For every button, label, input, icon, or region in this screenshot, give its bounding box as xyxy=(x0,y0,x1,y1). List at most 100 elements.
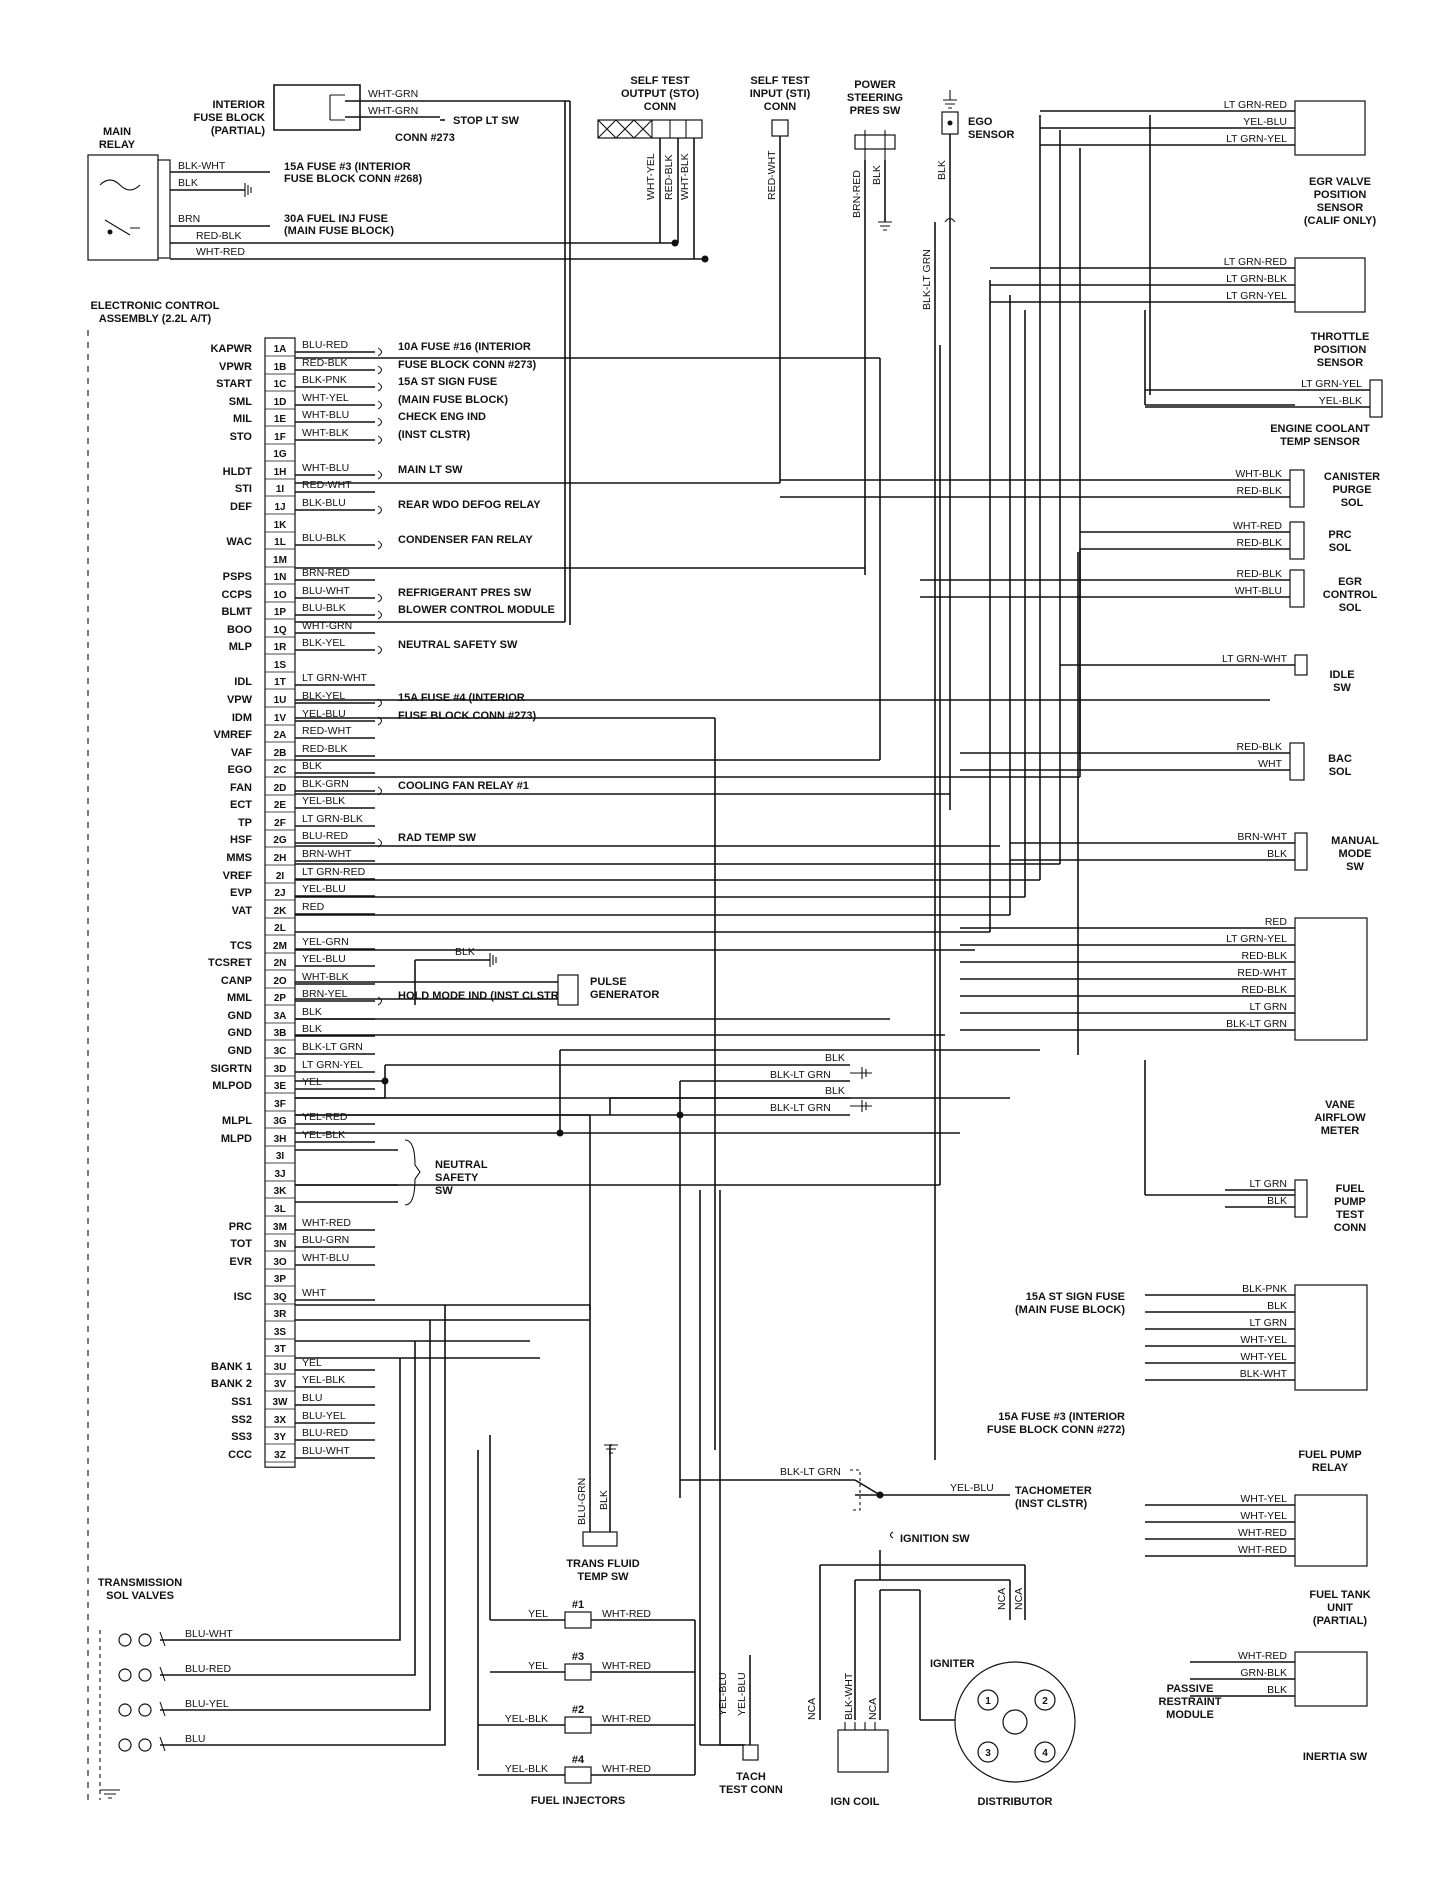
ecu-pin-id: 1E xyxy=(274,414,287,425)
ecu-pin-id: 3D xyxy=(274,1064,287,1075)
ecu-pin-id: 3O xyxy=(273,1257,287,1268)
ecu-pin-signal: EVR xyxy=(229,1256,252,1268)
yel-blu-tach-label: YEL-BLU xyxy=(950,1482,994,1494)
power-steering-pres-sw: POWER STEERING PRES SW BRN-RED BLK xyxy=(847,79,903,575)
ecu-pin-signal: VPWR xyxy=(219,361,252,373)
ecu-pin-id: 1D xyxy=(274,397,287,408)
connector-symbol xyxy=(377,996,382,1006)
fuse3-label-1: 15A FUSE #3 (INTERIOR xyxy=(284,161,411,173)
fuel-tank-wire-label: WHT-RED xyxy=(1238,1527,1287,1539)
ecu-pin-destination: REAR WDO DEFOG RELAY xyxy=(398,499,541,511)
connector-symbol xyxy=(377,593,382,603)
ecu-pin-id: 3X xyxy=(274,1415,287,1426)
trans-sol-title-1: TRANSMISSION xyxy=(98,1577,182,1589)
dist-3: 3 xyxy=(985,1748,991,1759)
ecu-pin-signal: START xyxy=(216,378,252,390)
ecu-pin-wire: LT GRN-BLK xyxy=(302,813,363,825)
connector-symbol xyxy=(377,540,382,550)
vane-label: VANE xyxy=(1325,1099,1355,1111)
canister-label: SOL xyxy=(1341,497,1364,509)
ecu-pin-wire: YEL-BLK xyxy=(302,795,345,807)
egr-control-label: CONTROL xyxy=(1323,589,1378,601)
egr-control-wire-label: RED-BLK xyxy=(1236,568,1282,580)
fuel-tank-label: (PARTIAL) xyxy=(1313,1615,1368,1627)
idle-sw-wire-label: LT GRN-WHT xyxy=(1222,653,1288,665)
egr-control-label: EGR xyxy=(1338,576,1362,588)
ecu-pin-id: 3P xyxy=(274,1274,287,1285)
fuel-pump-test-label: FUEL xyxy=(1336,1183,1365,1195)
ecu-pin-signal: ECT xyxy=(230,799,252,811)
yel-blu-v2-label: YEL-BLU xyxy=(736,1672,748,1716)
egr-valve-wire-label: YEL-BLU xyxy=(1243,116,1287,128)
tps-label: THROTTLE xyxy=(1311,331,1370,343)
ecu-pin-id: 1O xyxy=(273,590,287,601)
injector-number: #3 xyxy=(572,1651,584,1663)
passive-wire-label: WHT-RED xyxy=(1238,1650,1287,1662)
ecu-pin-destination: REFRIGERANT PRES SW xyxy=(398,587,532,599)
nca-label-4: NCA xyxy=(867,1698,879,1720)
gnd-blk-label-2: BLK xyxy=(825,1085,845,1097)
main-relay-label-1: MAIN xyxy=(103,126,131,138)
ecu-pin-id: 3B xyxy=(274,1028,287,1039)
ecu-pin-id: 2C xyxy=(274,765,287,776)
ecu-pin-signal: PSPS xyxy=(223,571,252,583)
dist-2: 2 xyxy=(1042,1696,1048,1707)
passive-label: PASSIVE xyxy=(1167,1683,1214,1695)
fuel-injectors-title: FUEL INJECTORS xyxy=(531,1795,625,1807)
main-wiring xyxy=(295,101,1270,1450)
ecu-pin-signal: IDM xyxy=(232,712,252,724)
neutral-safety-sw: NEUTRAL SAFETY SW xyxy=(295,1139,488,1206)
ecu-pin-signal: TOT xyxy=(230,1238,252,1250)
interior-fuse-block: INTERIOR FUSE BLOCK (PARTIAL) WHT-GRN WH… xyxy=(194,84,570,144)
ecu-pin-destination: 10A FUSE #16 (INTERIOR xyxy=(398,341,531,353)
trans-sol-valve: BLU-RED xyxy=(118,1341,416,1682)
ecu-pin-wire: BLU-BLK xyxy=(302,602,346,614)
blk-vert-pss: BLK xyxy=(871,165,883,185)
ecu-pin-destination: FUSE BLOCK CONN #273) xyxy=(398,359,536,371)
ecu-pin-signal: TP xyxy=(238,817,252,829)
ecu-pin-signal: SS3 xyxy=(231,1431,252,1443)
sti-label-3: CONN xyxy=(764,101,796,113)
manual-mode-wire-label: BLK xyxy=(1267,848,1287,860)
pss-label-1: POWER xyxy=(854,79,896,91)
ecu-pin-id: 1M xyxy=(273,555,287,566)
ecu-pin-wire: WHT-BLK xyxy=(302,971,349,983)
ecu-pin-id: 2K xyxy=(274,906,288,917)
ecu-connector-body xyxy=(264,337,296,1468)
ecu-pin-signal: TCSRET xyxy=(208,957,252,969)
ecu-pin-id: 3M xyxy=(273,1222,287,1233)
ecu-pin-signal: IDL xyxy=(234,676,252,688)
connector-symbol xyxy=(377,400,382,410)
egr-control-wire-label: WHT-BLU xyxy=(1235,585,1282,597)
connector-symbol xyxy=(377,505,382,515)
ecu-pin-wire: BLU-YEL xyxy=(302,1410,346,1422)
tach-test-label-2: TEST CONN xyxy=(719,1784,783,1796)
ecu-title-1: ELECTRONIC CONTROL xyxy=(91,300,220,312)
ecu-pin-id: 2H xyxy=(274,853,287,864)
trans-sol-wire-label: BLU xyxy=(185,1733,205,1745)
self-test-input-conn: SELF TEST INPUT (STI) CONN RED-WHT xyxy=(750,75,811,483)
ground-wires: BLK BLK-LT GRN BLK BLK-LT GRN xyxy=(295,1049,1040,1498)
ecu-pin-signal: SS1 xyxy=(231,1396,252,1408)
ecu-pin-wire: YEL-RED xyxy=(302,1111,348,1123)
ecu-pin-wire: BLK-BLU xyxy=(302,497,346,509)
ecu-pin-wire: WHT-BLU xyxy=(302,409,349,421)
sti-label-2: INPUT (STI) xyxy=(750,88,811,100)
ecu-pin-id: 2O xyxy=(273,976,287,987)
ecu-pin-signal: MLPD xyxy=(221,1133,252,1145)
ecu-pin-signal: TCS xyxy=(230,940,252,952)
ecu-pin-destination: 15A ST SIGN FUSE xyxy=(398,376,497,388)
interior-fuse-block-label-3: (PARTIAL) xyxy=(211,125,266,137)
wht-yel-vert: WHT-YEL xyxy=(645,153,657,200)
ecu-pin-id: 2J xyxy=(274,888,285,899)
canister-wire-label: RED-BLK xyxy=(1236,485,1282,497)
ecu-pin-wire: RED-WHT xyxy=(302,479,352,491)
fuel-pump-test-label: TEST xyxy=(1336,1209,1364,1221)
